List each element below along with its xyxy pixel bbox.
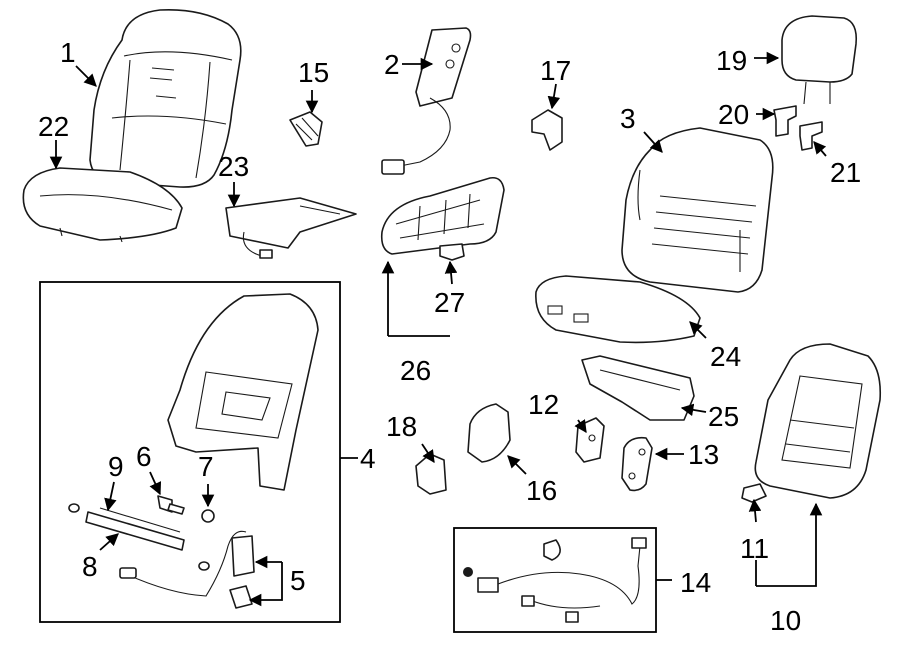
callout-17: 17: [540, 55, 571, 86]
recliner-cover-part: [467, 403, 511, 463]
side-bezel-part: [289, 111, 323, 147]
headrest-guide-lock-part: [799, 121, 823, 151]
small-bracket-part: [415, 453, 447, 495]
callout-26: 26: [400, 355, 431, 386]
callout-15: 15: [298, 57, 329, 88]
callout-3: 3: [620, 103, 636, 134]
side-shield-part: [380, 176, 505, 255]
seat-cushion-cover-rear-part: [535, 275, 701, 344]
callout-11: 11: [740, 533, 769, 564]
callout-19: 19: [716, 45, 747, 76]
back-panel-part: [225, 197, 357, 259]
seat-back-cover-rear-part: [621, 127, 774, 293]
clip-part: [439, 243, 465, 261]
callout-7: 7: [198, 451, 214, 482]
callout-5: 5: [290, 565, 306, 596]
seat-back-frame-part: [167, 293, 319, 491]
wire-harness-part: [119, 530, 255, 609]
callout-4: 4: [360, 443, 376, 474]
callout-21: 21: [830, 157, 861, 188]
lumbar-switch-part: [381, 27, 472, 175]
callout-6: 6: [136, 441, 152, 472]
callout-24: 24: [710, 341, 741, 372]
nut-part: [201, 509, 215, 523]
callout-10: 10: [770, 605, 801, 636]
seat-cushion-cover-part: [22, 167, 183, 243]
cushion-support-part: [581, 355, 695, 421]
callout-16: 16: [526, 475, 557, 506]
callout-22: 22: [38, 111, 69, 142]
callout-27: 27: [434, 287, 465, 318]
bolt-part: [157, 495, 185, 515]
frame-clip-part: [741, 483, 767, 503]
callout-12: 12: [528, 389, 559, 420]
callout-13: 13: [688, 439, 719, 470]
knob-part: [621, 436, 653, 492]
callout-18: 18: [386, 411, 417, 442]
bracket-part: [531, 109, 563, 151]
rear-seat-frame-part: [754, 343, 882, 499]
leader-lines: [49, 51, 827, 607]
headrest-part: [781, 15, 858, 105]
callout-25: 25: [708, 401, 739, 432]
callout-20: 20: [718, 99, 749, 130]
harness-part: [463, 537, 647, 623]
seat-back-cover-part: [89, 8, 242, 188]
washer-part: [68, 503, 80, 513]
seat-frame-group-box: [39, 281, 341, 623]
washer-end-part: [198, 561, 210, 571]
callout-23: 23: [218, 151, 249, 182]
callout-8: 8: [82, 551, 98, 582]
callout-1: 1: [60, 37, 76, 68]
callout-labels: 1 2 3 4 5 6 7 8 9 10 11 12 13 14 15 16 1…: [38, 37, 861, 636]
callout-9: 9: [108, 451, 124, 482]
callout-2: 2: [384, 49, 400, 80]
rod-part: [85, 507, 185, 551]
headrest-guide-part: [773, 105, 797, 137]
callout-14: 14: [680, 567, 711, 598]
